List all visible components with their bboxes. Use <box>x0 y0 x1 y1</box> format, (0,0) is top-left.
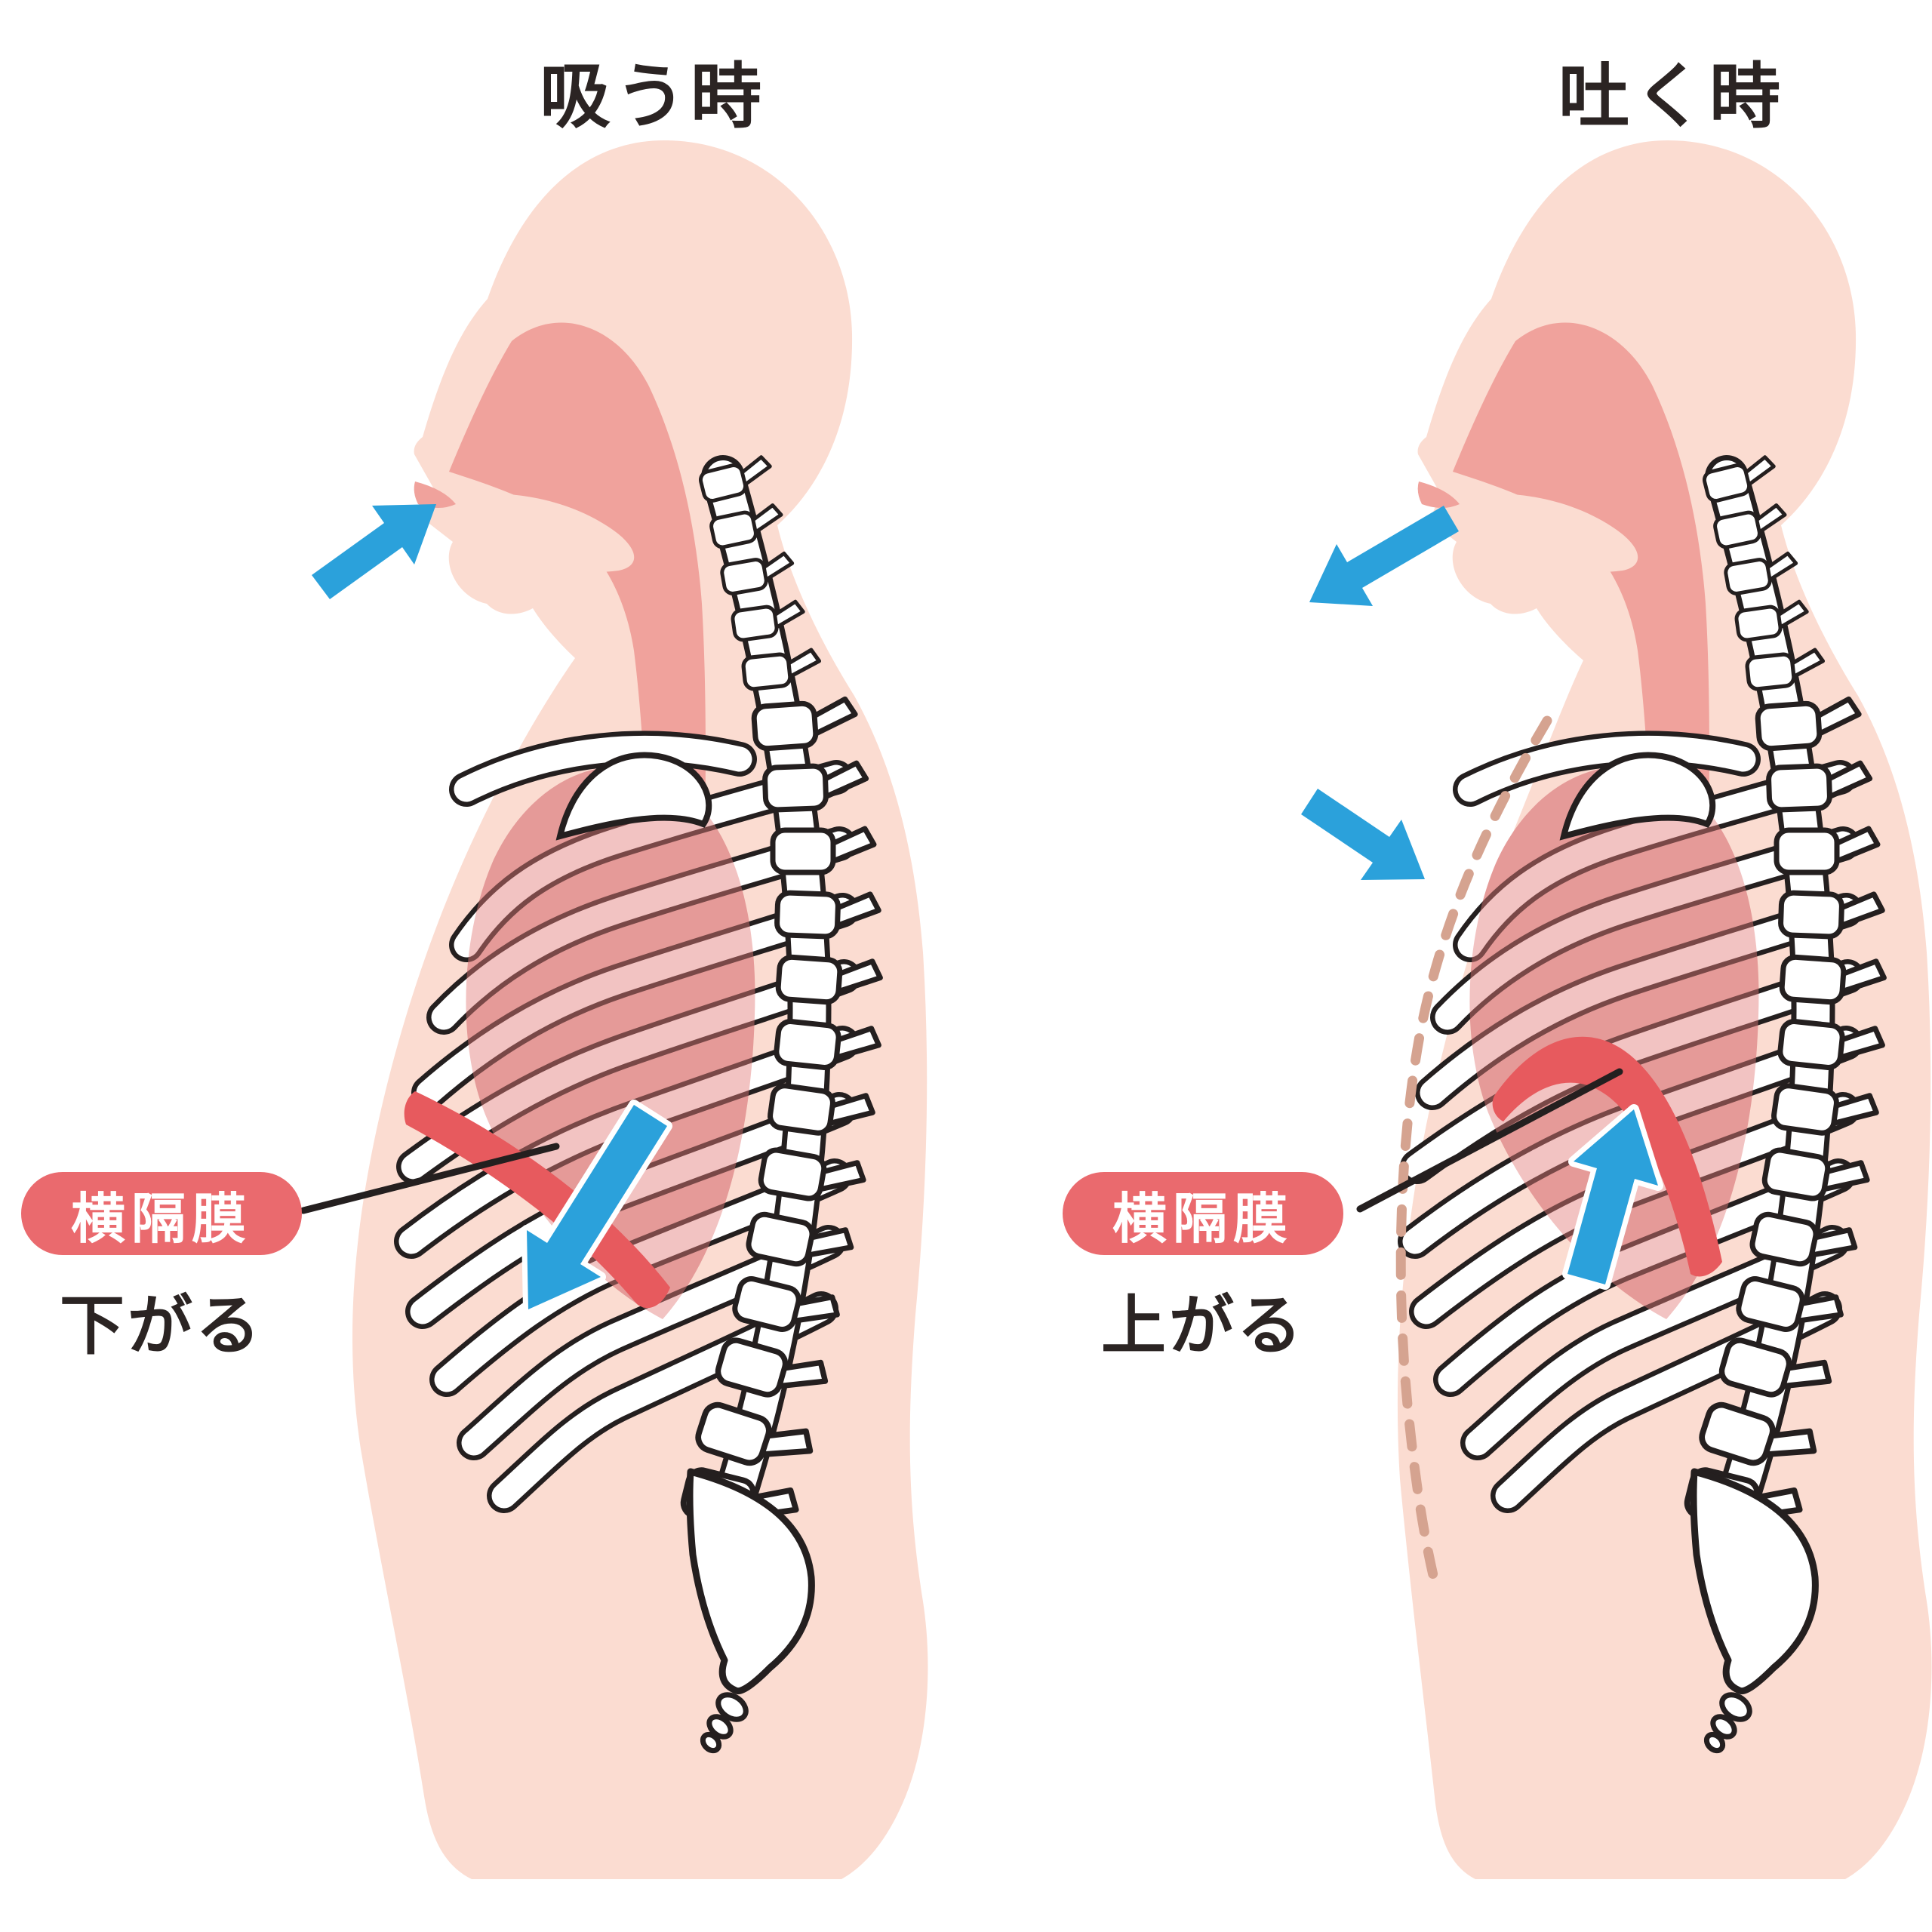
diaphragm-inhale <box>404 1091 670 1309</box>
inhale-movement-label: 下がる <box>60 1290 263 1362</box>
inhale-title: 吸う時 <box>539 57 766 136</box>
label-leader-line <box>1356 1068 1623 1213</box>
air-out-arrow <box>1309 506 1459 606</box>
exhale-organ-label: 横隔膜 <box>1112 1189 1294 1250</box>
diaphragm-exhale <box>1492 1036 1722 1277</box>
chest-in-arrow <box>1301 789 1425 880</box>
expanded-chest-dashed-outline <box>1395 715 1552 1590</box>
inhale-organ-label-pill: 横隔膜 <box>21 1172 302 1255</box>
diaphragm-down-arrow <box>521 1100 672 1315</box>
exhale-figure <box>1301 140 1932 1879</box>
label-leader-line <box>300 1143 560 1214</box>
air-in-arrow <box>312 504 436 599</box>
diaphragm-up-arrow <box>1562 1104 1663 1290</box>
exhale-title: 吐く時 <box>1558 57 1785 136</box>
inhale-figure <box>300 140 928 1879</box>
inhale-organ-label: 横隔膜 <box>70 1189 252 1250</box>
exhale-organ-label-pill: 横隔膜 <box>1063 1172 1343 1255</box>
exhale-movement-label: 上がる <box>1101 1290 1305 1362</box>
